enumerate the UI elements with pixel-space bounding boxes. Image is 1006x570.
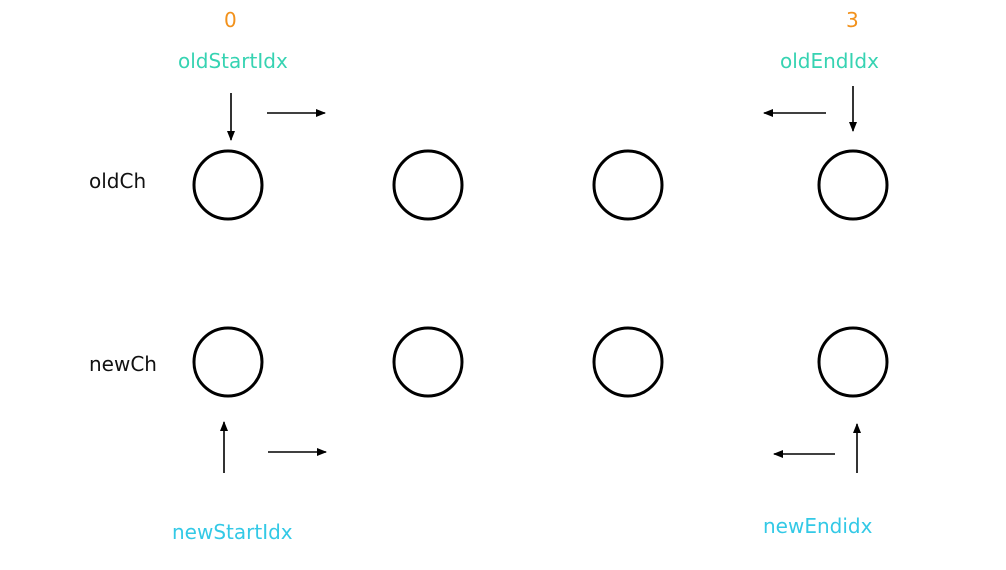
new-start-idx-label: newStartIdx: [172, 520, 293, 544]
old-end-idx-label: oldEndIdx: [780, 49, 879, 73]
new-child-node-3: [592, 326, 664, 398]
old-child-node-2: [392, 149, 464, 221]
old-child-node-4: [817, 149, 889, 221]
old-start-idx-label: oldStartIdx: [178, 49, 288, 73]
old-start-index-number: 0: [224, 8, 237, 32]
new-child-node-4: [817, 326, 889, 398]
new-children-row-label: newCh: [89, 352, 157, 376]
new-child-node-2: [392, 326, 464, 398]
old-child-node-3: [592, 149, 664, 221]
old-children-row-label: oldCh: [89, 169, 147, 193]
old-child-node-1: [192, 149, 264, 221]
old-end-index-number: 3: [846, 8, 859, 32]
new-end-idx-label: newEndidx: [763, 514, 873, 538]
new-child-node-1: [192, 326, 264, 398]
